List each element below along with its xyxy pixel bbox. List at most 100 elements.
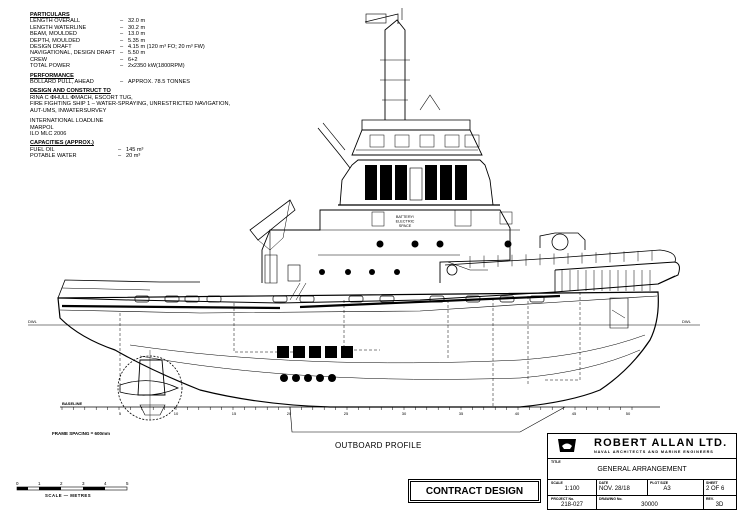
spec-value: 5.50 m: [128, 50, 146, 57]
battery-space-label-2: ELECTRIC: [396, 220, 415, 224]
plot-size-label: PLOT SIZE: [650, 481, 669, 485]
spec-row: DESIGN DRAFT–4.15 m (120 m³ FO; 20 m³ FW…: [30, 44, 330, 50]
frame-number: 50: [626, 411, 631, 416]
window: [365, 165, 377, 200]
fender-mark: [316, 374, 324, 382]
spec-value: 6+2: [128, 56, 138, 63]
design-rule-line: FIRE FIGHTING SHIP 1 – WATER-SPRAYING, U…: [30, 101, 231, 108]
robert-allan-logo-icon: [558, 439, 576, 452]
exhaust-stack: [317, 127, 351, 169]
date-cell: DATE NOV. 28/18: [596, 479, 648, 495]
spec-label: CREW: [30, 56, 48, 63]
title-block-header: ROBERT ALLAN LTD. NAVAL ARCHITECTS AND M…: [548, 434, 736, 459]
fender-band: [61, 304, 281, 310]
scale-number: 1: [38, 481, 41, 486]
spec-value: 20 m³: [126, 153, 141, 160]
frame-number: 20: [287, 411, 292, 416]
revision-label: REV.: [706, 497, 714, 501]
date-value: NOV. 28/18: [599, 486, 630, 492]
project-label: PROJECT No.: [551, 497, 575, 501]
spec-row: NAVIGATIONAL, DESIGN DRAFT–5.50 m: [30, 50, 330, 56]
bollard: [184, 295, 200, 303]
dwl-label-aft: DWL: [28, 319, 38, 324]
mast: [384, 19, 406, 120]
metre-scale-bar: [16, 486, 128, 491]
spec-row: BEAM, MOULDED–13.0 m: [30, 31, 330, 37]
bollard: [529, 295, 545, 303]
spec-label: TOTAL POWER: [30, 63, 70, 70]
bollard: [272, 295, 288, 303]
bow-bulwark: [554, 261, 680, 285]
baseline-label: BASELINE: [62, 401, 83, 406]
spec-value: 13.0 m: [128, 31, 146, 38]
scale-cell: SCALE 1:100: [548, 479, 597, 495]
door: [499, 211, 513, 225]
design-rule-line: INTERNATIONAL LOADLINE: [30, 118, 104, 125]
particulars-heading: PARTICULARS: [30, 12, 70, 18]
drawing-number-cell: DRAWING No. 30000: [596, 495, 704, 510]
spec-dash: –: [120, 79, 124, 86]
frame-number: 35: [459, 411, 464, 416]
tunnel-opening: [341, 346, 353, 358]
azimuth-thruster: [117, 350, 183, 421]
scale-value: 1:100: [564, 486, 580, 492]
door: [287, 264, 301, 282]
outboard-profile-label: OUTBOARD PROFILE: [335, 441, 422, 450]
spec-dash: –: [120, 63, 124, 70]
sheet-cell: SHEET 2 OF 6: [703, 479, 736, 495]
porthole: [394, 269, 400, 275]
design-rule-line: AUT-UMS, INWATERSURVEY: [30, 107, 107, 114]
scale-number: 4: [104, 481, 107, 486]
bollard: [499, 295, 515, 303]
spec-label: DESIGN DRAFT: [30, 44, 72, 51]
sheet-value: 2 OF 6: [706, 486, 725, 492]
frame-number: 40: [515, 411, 520, 416]
spec-row: DEPTH, MOULDED–5.35 m: [30, 38, 330, 44]
drawing-title: GENERAL ARRANGEMENT: [597, 466, 687, 473]
spec-value: 32.0 m: [128, 18, 146, 25]
spec-value: 30.2 m: [128, 24, 146, 31]
wheelhouse: [351, 129, 483, 156]
bollard: [164, 295, 180, 303]
frame-number: 10: [174, 411, 179, 416]
porthole: [411, 240, 419, 248]
fire-monitor: [249, 199, 296, 241]
design-heading: DESIGN AND CONSTRUCT TO: [30, 88, 111, 95]
fender-mark: [328, 374, 336, 382]
bollard: [134, 295, 150, 303]
tunnel-opening: [325, 346, 337, 358]
design-rule-line: MARPOL: [30, 124, 54, 131]
scale-number: 5: [126, 481, 129, 486]
scale-number: 0: [16, 481, 19, 486]
drawing-number-label: DRAWING No.: [599, 497, 623, 501]
window: [440, 165, 452, 200]
spec-dash: –: [120, 44, 124, 51]
frame-number: 25: [344, 411, 349, 416]
design-rule-line: RINA C ✠HULL ✠MACH, ESCORT TUG,: [30, 94, 133, 101]
window: [444, 134, 460, 148]
bollard: [429, 295, 445, 303]
spec-value: APPROX. 78.5 TONNES: [128, 79, 190, 86]
spec-label: DEPTH, MOULDED: [30, 37, 81, 44]
window: [369, 134, 385, 148]
spec-dash: –: [120, 50, 124, 57]
drawing-number-value: 30000: [641, 502, 658, 508]
window: [380, 165, 392, 200]
spec-dash: –: [120, 31, 124, 38]
scale-label: SCALE: [551, 481, 563, 485]
window: [425, 165, 437, 200]
door: [371, 211, 385, 227]
porthole: [319, 269, 325, 275]
performance-list: BOLLARD PULL, AHEAD –APPROX. 78.5 TONNES: [30, 79, 330, 85]
spec-row: CREW–6+2: [30, 57, 330, 63]
frame-number: 5: [119, 411, 122, 416]
design-rule-line: ILO MLC 2006: [30, 130, 67, 137]
upper-deckhouse: [339, 159, 494, 206]
hull-outline: [57, 291, 659, 408]
frame-spacing-note: FRAME SPACING = 600mm: [52, 431, 111, 436]
scale-bar-label: SCALE — METRES: [45, 493, 92, 498]
spec-label: FUEL OIL: [30, 146, 55, 153]
bollard: [299, 295, 315, 303]
spec-label: BOLLARD PULL, AHEAD: [30, 79, 94, 86]
